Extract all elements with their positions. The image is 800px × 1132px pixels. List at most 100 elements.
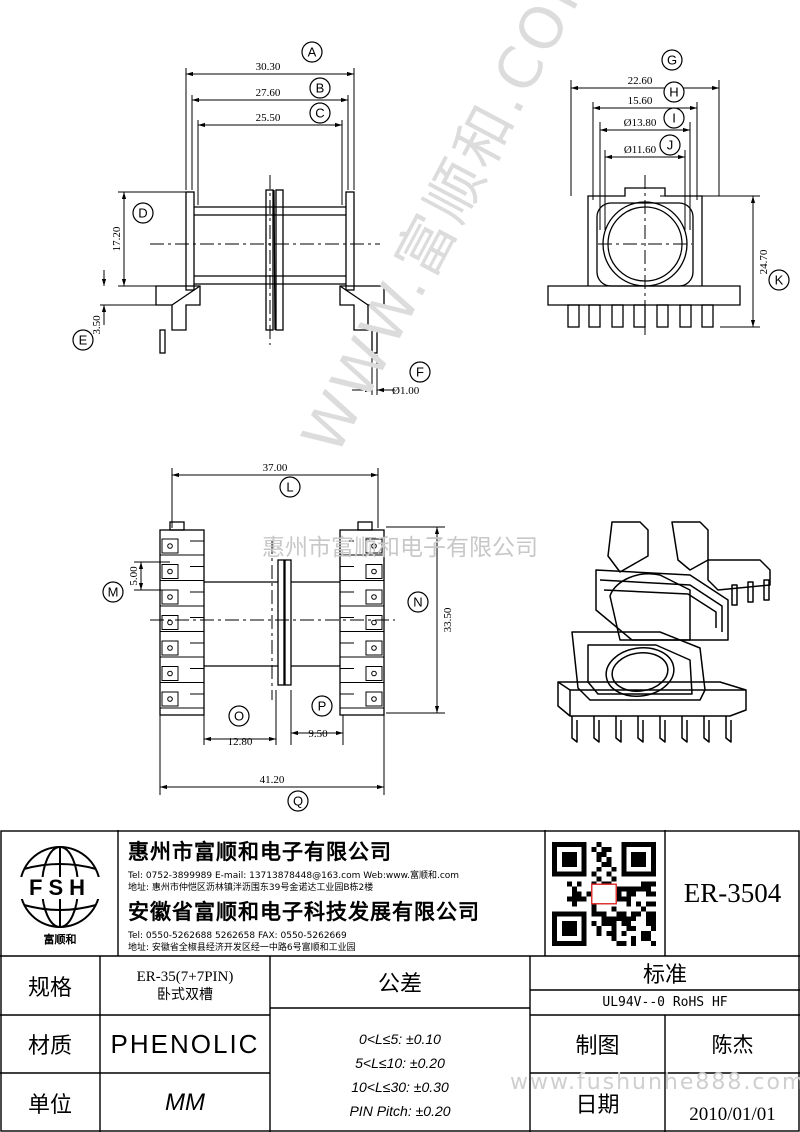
marker-j: J <box>659 134 681 156</box>
pin-slot <box>340 538 384 556</box>
marker-i: I <box>663 107 685 129</box>
dim-c-value: 25.50 <box>256 112 281 124</box>
marker-p: P <box>311 695 333 717</box>
dim-m-value: 5.00 <box>128 566 140 586</box>
iso-pin <box>571 716 578 743</box>
svg-text:A: A <box>308 45 317 60</box>
company-info: 惠州市富顺和电子有限公司 Tel: 0752-3899989 E-mail: 1… <box>128 836 543 954</box>
svg-text:H: H <box>669 85 678 100</box>
company1-address: 地址: 惠州市仲恺区沥林镇泮沥围东39号金诺达工业园B栋2楼 <box>128 883 374 893</box>
marker-f: F <box>409 361 431 383</box>
spec-label: 规格 <box>27 975 72 1001</box>
pin-slot <box>340 691 384 709</box>
standard-value: UL94V--0 RoHS HF <box>602 995 728 1010</box>
qr-code-icon <box>552 842 656 946</box>
material-value: PHENOLIC <box>110 1028 260 1059</box>
center-watermark: 惠州市富顺和电子有限公司 <box>262 535 538 561</box>
dim-q-value: 41.20 <box>260 774 285 786</box>
qr-code <box>548 838 660 950</box>
company1-contact: Tel: 0752-3899989 E-mail: 13713878448@16… <box>128 871 460 881</box>
company1-name: 惠州市富顺和电子有限公司 <box>128 840 392 864</box>
tolerance-item: 5<L≤10: ±0.20 <box>355 1055 445 1071</box>
dim-p-value: 9.50 <box>308 728 328 740</box>
marker-n: N <box>407 591 429 613</box>
dim-l-value: 37.00 <box>263 462 288 474</box>
material-label: 材质 <box>27 1034 72 1059</box>
svg-text:M: M <box>108 585 119 600</box>
top-view-dim-labels: 37.00 5.00 33.50 12.80 9.50 41.20 <box>128 462 454 786</box>
dim-b-value: 27.60 <box>256 87 281 99</box>
dim-j-value: Ø11.60 <box>624 144 657 156</box>
side-view-dim-labels: 22.60 15.60 Ø13.80 Ø11.60 24.70 <box>624 75 770 274</box>
title-block-grid <box>0 830 800 1132</box>
pin-slot <box>160 589 204 607</box>
globe-logo-icon: FSH <box>18 846 102 928</box>
title-block: FSH 富顺和 惠州市富顺和电子有限公司 Tel: 0752-3899989 E… <box>0 830 800 1132</box>
pin-slot <box>340 615 384 632</box>
spec-line1: ER-35(7+7PIN) <box>136 968 234 985</box>
iso-pin <box>637 716 644 743</box>
unit-value: MM <box>165 1088 205 1116</box>
iso-pin <box>659 716 666 743</box>
side-view-dimensions <box>570 80 760 328</box>
top-view-dimensions <box>134 468 445 795</box>
company-logo: FSH 富顺和 <box>6 836 114 952</box>
dim-n-value: 33.50 <box>442 607 454 632</box>
marker-m: M <box>102 581 124 603</box>
svg-text:D: D <box>138 206 147 221</box>
unit-label: 单位 <box>27 1092 72 1118</box>
tolerance-label: 公差 <box>377 972 422 997</box>
dim-h-value: 15.60 <box>628 95 653 107</box>
dim-f-value: Ø1.00 <box>392 385 420 397</box>
marker-k: K <box>768 269 790 291</box>
svg-text:C: C <box>315 106 324 121</box>
dim-d-value: 17.20 <box>111 226 123 251</box>
dimension-markers: A BC D E F G HIJ K L M N O P Q <box>72 41 790 812</box>
marker-h: H <box>663 81 685 103</box>
marker-o: O <box>228 705 250 727</box>
pin-slot <box>160 640 204 658</box>
iso-pin <box>681 716 688 743</box>
tolerance-item: 0<L≤5: ±0.10 <box>359 1031 441 1047</box>
tolerance-item: PIN Pitch: ±0.20 <box>349 1103 451 1119</box>
bottom-watermark: www.fushunhe888.com <box>510 1070 800 1095</box>
pin-slot <box>340 589 384 607</box>
top-view-pins <box>160 538 384 709</box>
technical-drawing: 30.30 27.60 25.50 17.20 3.50 Ø1.00 22.60… <box>72 0 790 812</box>
company2-address: 地址: 安徽省全椒县经济开发区经一中路6号富顺和工业园 <box>128 943 356 953</box>
company2-contact: Tel: 0550-5262688 5262658 FAX: 0550-5262… <box>128 931 347 941</box>
svg-text:J: J <box>667 138 674 153</box>
iso-pin <box>615 716 622 743</box>
pin-slot <box>160 538 204 556</box>
svg-text:G: G <box>667 53 677 68</box>
svg-text:I: I <box>672 111 676 126</box>
dim-g-value: 22.60 <box>628 75 653 87</box>
front-view-dimensions <box>100 68 395 395</box>
dim-k-value: 24.70 <box>758 249 770 274</box>
svg-text:K: K <box>775 273 784 288</box>
spec-line2: 卧式双槽 <box>157 986 213 1003</box>
pin-slot <box>340 666 384 683</box>
standard-label: 标准 <box>642 963 687 988</box>
pin-slot <box>160 615 204 632</box>
marker-d: D <box>132 202 154 224</box>
drawn-value: 陈杰 <box>711 1033 754 1057</box>
marker-e: E <box>72 329 94 351</box>
front-view <box>150 175 385 354</box>
tolerance-item: 10<L≤30: ±0.30 <box>351 1079 449 1095</box>
pin-slot <box>160 666 204 683</box>
marker-b: B <box>309 77 331 99</box>
svg-text:B: B <box>316 81 325 96</box>
logo-caption: 富顺和 <box>43 933 77 946</box>
part-number: ER-3504 <box>683 877 782 908</box>
svg-text:O: O <box>234 709 244 724</box>
isometric-view <box>557 521 771 743</box>
front-view-dim-labels: 30.30 27.60 25.50 17.20 3.50 Ø1.00 <box>91 61 420 397</box>
marker-c: C <box>309 102 331 124</box>
marker-q: Q <box>287 790 309 812</box>
marker-g: G <box>661 49 683 71</box>
date-value: 2010/01/01 <box>689 1103 776 1125</box>
marker-l: L <box>279 476 301 498</box>
